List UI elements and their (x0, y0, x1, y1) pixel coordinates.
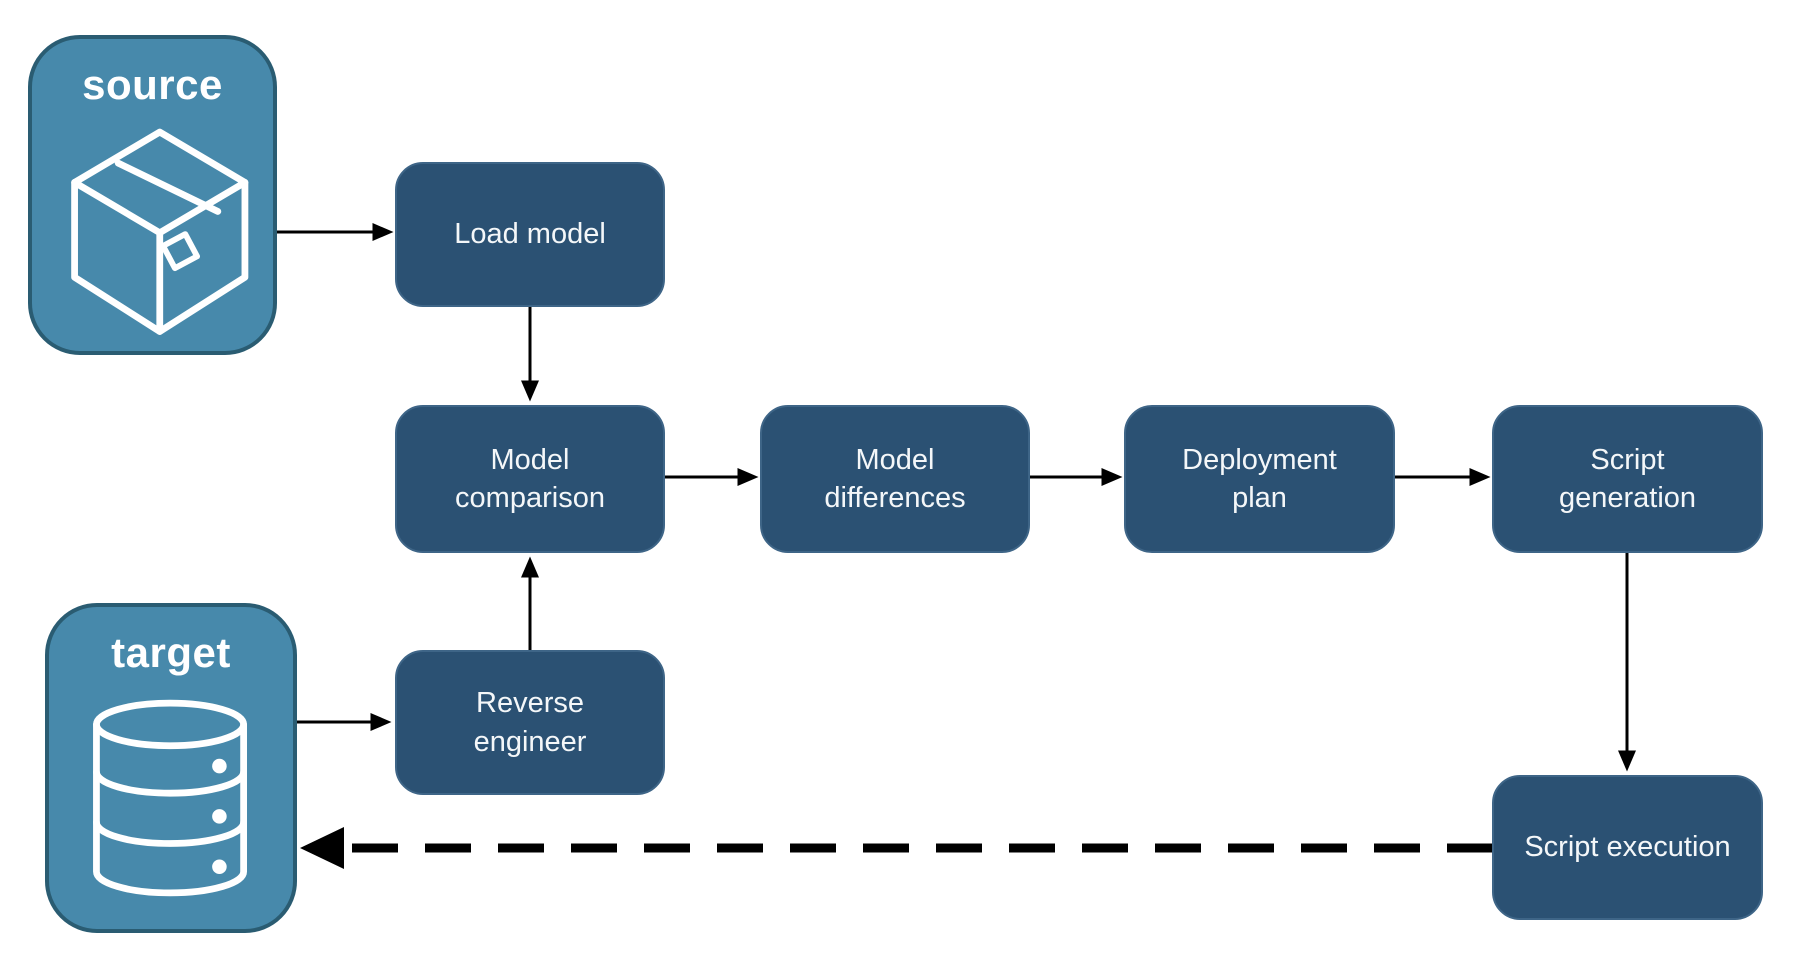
database-icon (93, 699, 248, 897)
node-script-execution-label: Script execution (1524, 831, 1731, 864)
node-model-comparison-label: Model comparison (455, 443, 605, 514)
node-model-differences: Model differences (760, 405, 1030, 553)
node-model-comparison: Model comparison (395, 405, 665, 553)
node-script-generation-label: Script generation (1558, 443, 1697, 514)
edge-script-execution-to-target (300, 827, 1492, 869)
package-icon (71, 128, 249, 335)
node-load-model-label: Load model (454, 218, 606, 251)
node-deployment-plan: Deployment plan (1124, 405, 1395, 553)
entity-target-label: target (111, 629, 231, 676)
node-script-generation: Script generation (1492, 405, 1763, 553)
entity-target: target (45, 603, 297, 933)
node-reverse-engineer-label: Reverse engineer (473, 687, 587, 758)
entity-source-label: source (82, 61, 223, 108)
node-deployment-plan-label: Deployment plan (1182, 443, 1337, 514)
node-script-execution: Script execution (1492, 775, 1763, 920)
node-model-differences-label: Model differences (824, 443, 966, 514)
entity-source: source (28, 35, 277, 355)
node-reverse-engineer: Reverse engineer (395, 650, 665, 795)
node-load-model: Load model (395, 162, 665, 307)
